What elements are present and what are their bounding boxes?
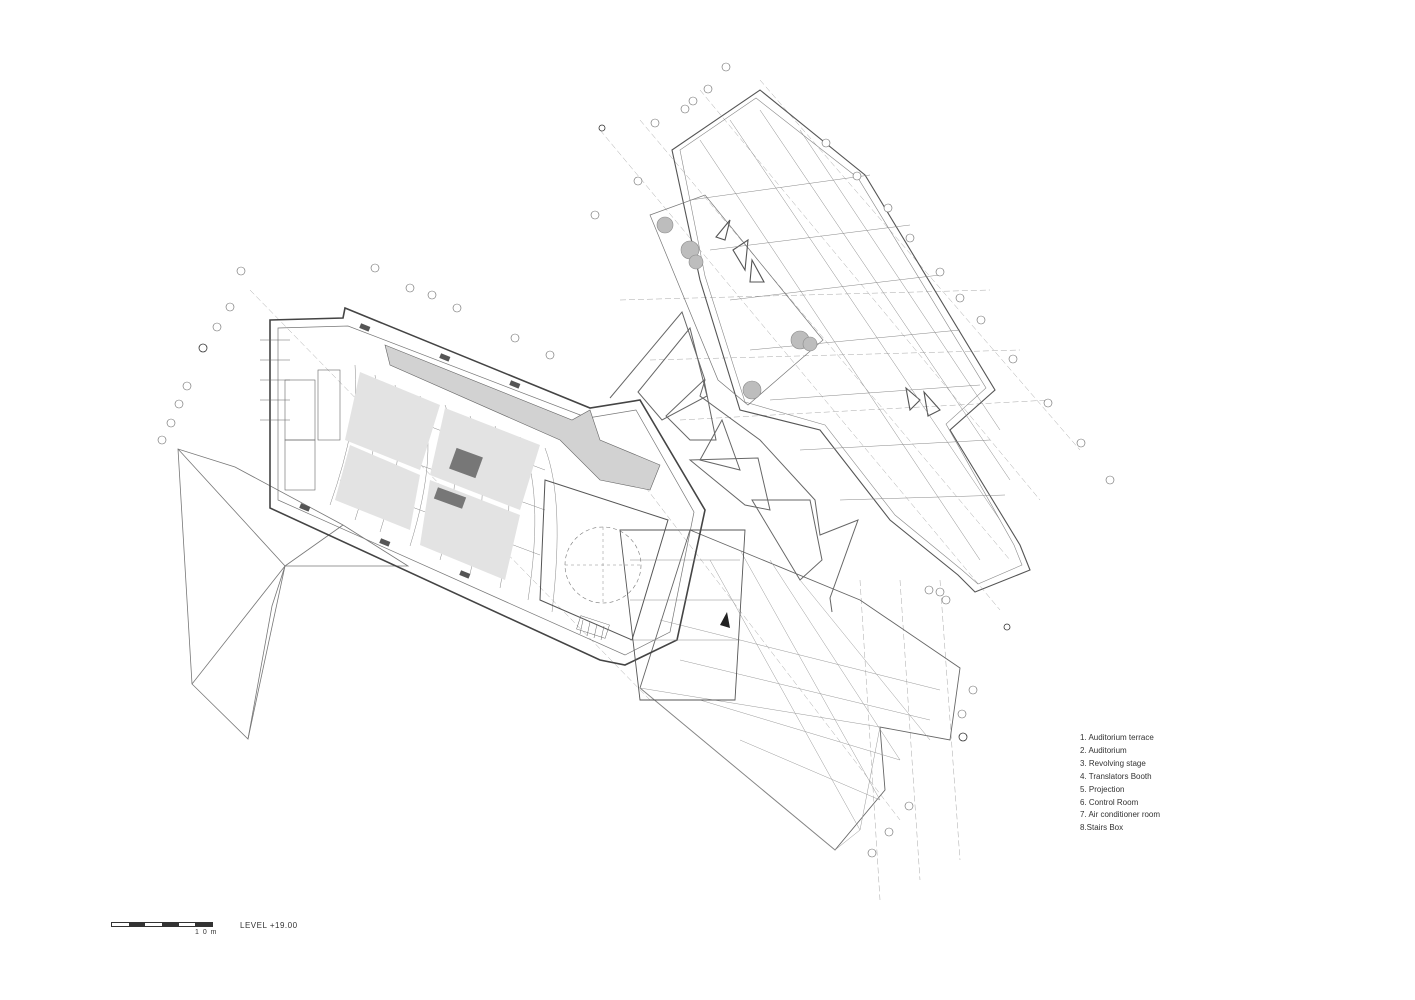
tree-icon bbox=[656, 216, 818, 400]
legend-item: 1. Auditorium terrace bbox=[1080, 733, 1154, 742]
legend-item: 3. Revolving stage bbox=[1080, 758, 1146, 768]
legend-item: 7. Air conditioner room bbox=[1080, 810, 1161, 820]
legend-item: 8.Stairs Box bbox=[1080, 823, 1124, 833]
legend-item: 2. Auditorium bbox=[1080, 745, 1127, 755]
scale-bar-segment bbox=[162, 923, 179, 926]
scale-bar-segment bbox=[145, 923, 162, 926]
legend-item: 5. Projection bbox=[1080, 784, 1125, 794]
auditorium-building bbox=[260, 306, 706, 666]
section-marker-icon bbox=[198, 124, 1011, 742]
scale-bar-segment bbox=[195, 923, 213, 926]
scale-bar bbox=[111, 922, 213, 927]
roof-shell-outline bbox=[177, 448, 410, 740]
grid-bubbles bbox=[157, 62, 1115, 858]
scale-bar-segment bbox=[112, 923, 129, 926]
legend-item: 6. Control Room bbox=[1080, 797, 1139, 807]
north-arrow-icon bbox=[720, 612, 730, 628]
level-label: LEVEL +19.00 bbox=[240, 921, 298, 930]
lower-right-wing bbox=[639, 529, 961, 851]
zigzag-connector bbox=[609, 310, 859, 613]
legend-item: 4. Translators Booth bbox=[1080, 771, 1152, 781]
scale-unit-label: 1 0 m bbox=[195, 929, 218, 936]
right-wing-outline bbox=[649, 89, 1031, 593]
annex-block bbox=[619, 529, 746, 701]
scale-bar-segment bbox=[179, 923, 196, 926]
scale-bar-segment bbox=[128, 923, 146, 926]
legend: 1. Auditorium terrace 2. Auditorium 3. R… bbox=[1080, 732, 1160, 835]
